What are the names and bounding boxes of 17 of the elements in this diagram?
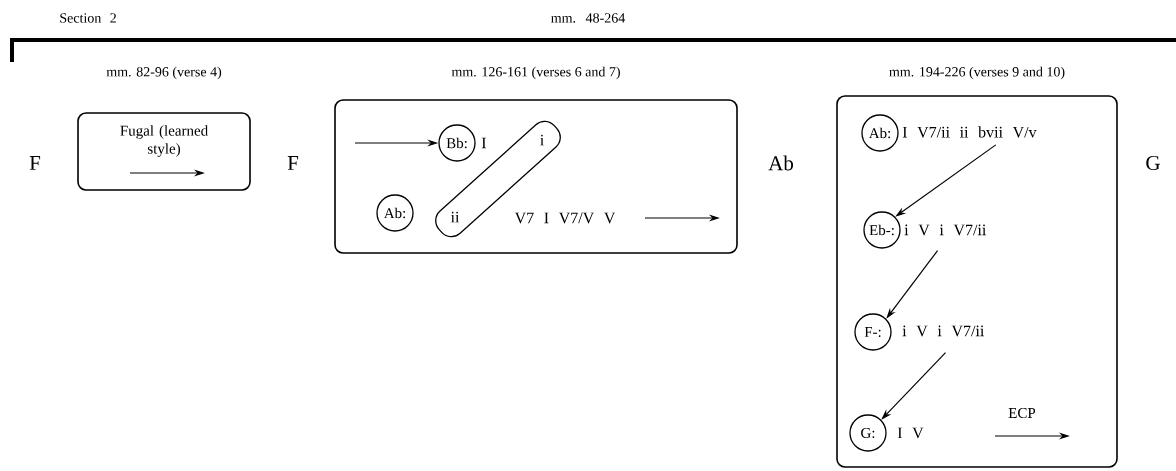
section-label: Section 2 [60,13,116,23]
chord-progression: I [481,137,486,149]
chord-progression: i V i V7/ii [902,325,985,337]
measure-range: mm. 48-264 [551,13,626,23]
key-label: F [287,156,299,170]
key-label: Ab [768,155,794,171]
node-label: mm. 82-96 (verse 4) [106,66,222,80]
chord-progression: i V i V7/ii [904,224,987,236]
key-label: F [29,156,41,170]
section-box: mm. 82-96 (verse 4) Fugal (learned style) [77,66,251,191]
chord-progression: V7 I V7/V V [514,212,616,224]
chord-progression: I V [897,427,924,439]
node-label: mm. 126-161 (verses 6 and 7) [451,66,620,80]
chord-progression: I V7/ii ii bvii V/v [902,126,1037,138]
node-label: mm. 194-226 (verses 9 and 10) [889,66,1065,80]
key-label: G [1146,155,1160,171]
cadence-label: ECP [1008,407,1036,419]
